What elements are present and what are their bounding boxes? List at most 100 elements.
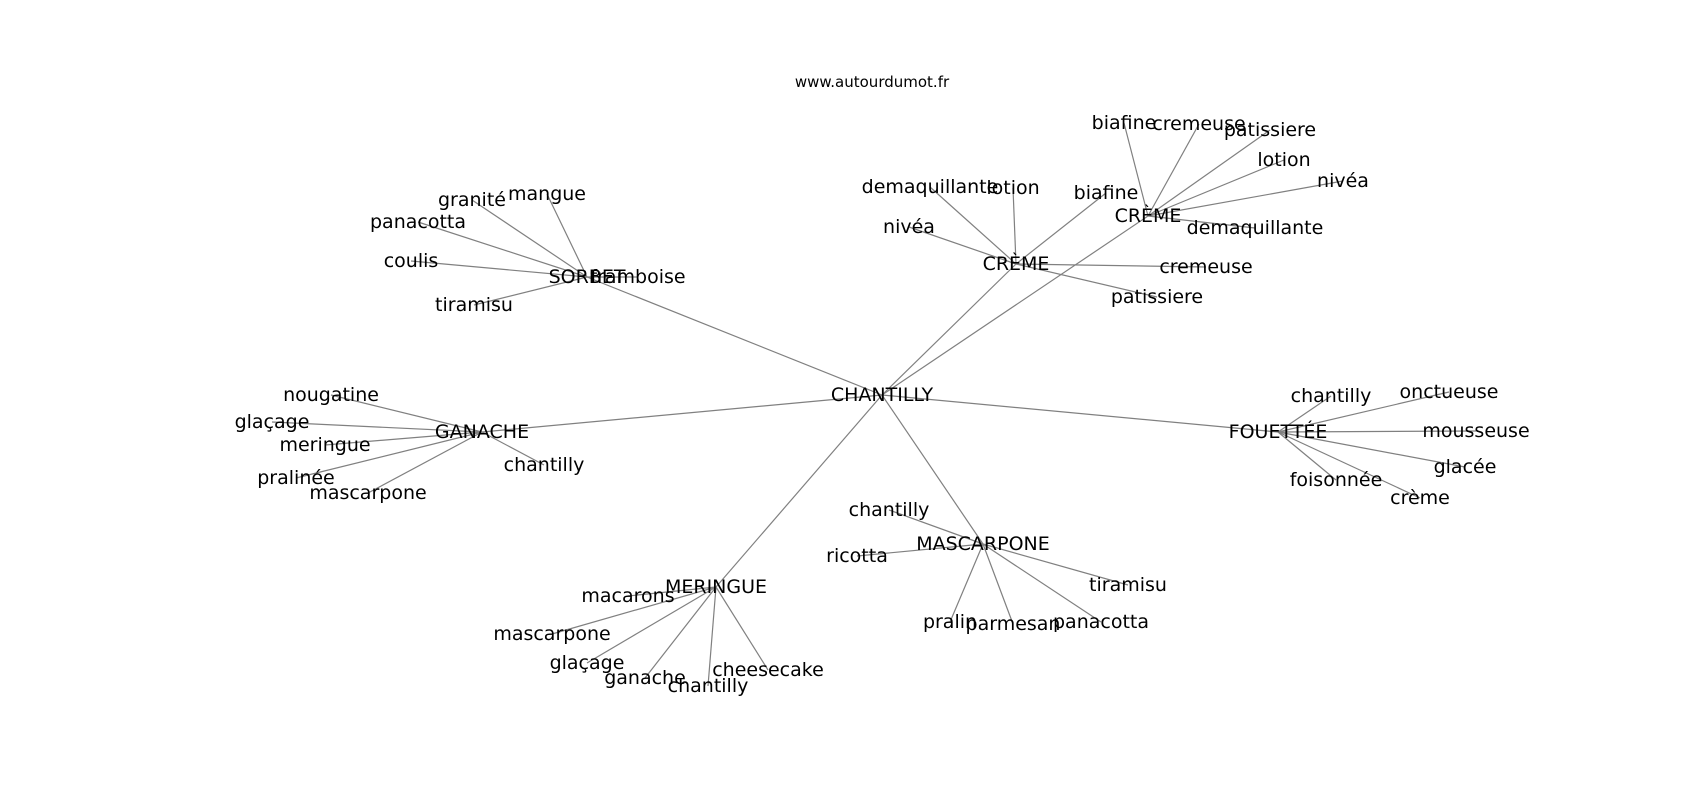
leaf-edge [417,221,588,278]
leaf-node-label: glaçage [550,652,625,674]
leaf-node-label: pralinée [257,467,335,489]
leaf-edge [1277,431,1466,468]
leaf-edge [586,586,717,664]
leaf-edge [1147,159,1285,217]
leaf-edge [1147,129,1271,217]
root-edge [881,263,1017,396]
leaf-edge [707,586,717,687]
root-edge [881,394,1279,433]
root-edge [715,394,883,588]
leaf-node-label: ganache [604,667,686,689]
leaf-node-label: patissiere [1111,286,1203,308]
leaf-node-label: biafine [1074,182,1139,204]
leaf-edge [982,543,1014,625]
leaf-node-label: mascarpone [309,482,426,504]
leaf-node-label: glaçage [235,411,310,433]
leaf-edge [715,586,769,671]
leaf-edge [929,186,1017,265]
leaf-node-label: biafine [1092,112,1157,134]
leaf-node-label: patissiere [1224,119,1316,141]
leaf-edge [949,543,984,623]
leaf-edge [330,394,483,433]
leaf-edge [627,586,717,597]
leaf-node-label: mascarpone [493,623,610,645]
root-edge [481,394,883,433]
leaf-edge [546,193,588,278]
root-node-label: CHANTILLY [831,384,934,406]
hub-node-label: CRÈME [1115,204,1182,227]
leaf-edge [982,543,1102,623]
leaf-edge [473,276,588,306]
leaf-edge [324,431,483,446]
leaf-edge [1277,391,1450,433]
leaf-node-label: framboise [590,266,685,288]
leaf-node-label: nivéa [883,216,935,238]
leaf-node-label: foisonnée [1290,469,1383,491]
leaf-edge [908,226,1017,265]
leaf-node-label: tiramisu [1089,574,1167,596]
leaf-node-label: panacotta [1053,611,1149,633]
leaf-node-label: meringue [279,434,370,456]
leaf-node-label: crème [1390,487,1450,509]
leaf-edge [1015,192,1107,265]
leaf-edge [1015,263,1158,298]
leaf-node-label: cheesecake [712,659,824,681]
leaf-edge [295,431,483,479]
leaf-node-label: ricotta [826,545,888,567]
leaf-edge [481,431,545,466]
leaf-node-label: demaquillante [1187,217,1324,239]
site-watermark: www.autourdumot.fr [795,73,950,91]
leaf-edge [551,586,717,635]
leaf-node-label: panacotta [370,211,466,233]
leaf-node-label: mousseuse [1422,420,1529,442]
leaf-edge [1277,395,1332,433]
root-edge [586,276,883,396]
leaf-node-label: lotion [986,177,1039,199]
leaf-node-label: chantilly [668,675,749,697]
leaf-edge [410,260,588,278]
leaf-node-label: chantilly [849,499,930,521]
leaf-node-label: mangue [508,183,586,205]
leaf-edge [471,199,588,278]
leaf-edge [1012,187,1017,265]
leaf-edge [271,421,483,433]
leaf-edge [888,509,984,545]
leaf-node-label: cremeuse [1159,256,1252,278]
leaf-edge [1147,215,1256,229]
root-edge [881,215,1149,396]
root-edge [881,394,984,545]
leaf-node-label: cremeuse [1152,113,1245,135]
leaf-node-label: chantilly [504,454,585,476]
leaf-node-label: nivéa [1317,170,1369,192]
leaf-node-label: chantilly [1291,385,1372,407]
leaf-edge [367,431,483,494]
leaf-node-label: pralin [923,611,977,633]
hub-node-label: SORBET [549,266,626,288]
leaf-edge [982,543,1129,586]
leaf-node-label: parmesan [966,613,1061,635]
leaf-edge [1277,431,1421,499]
leaf-node-label: macarons [581,585,674,607]
leaf-edge [856,543,984,557]
leaf-edge [1277,430,1477,433]
leaf-node-label: onctueuse [1400,381,1499,403]
hub-node-label: GANACHE [435,421,529,443]
leaf-node-label: coulis [384,250,439,272]
leaf-edge [1015,263,1207,268]
leaf-node-label: granité [438,189,506,211]
leaf-edge [1277,431,1337,481]
leaf-edge [644,586,717,679]
hub-node-label: MERINGUE [665,576,767,598]
hub-node-label: FOUETTÉE [1229,420,1328,443]
leaf-node-label: demaquillante [862,176,999,198]
leaf-node-label: lotion [1257,149,1310,171]
hub-node-label: MASCARPONE [916,533,1050,555]
leaf-node-label: tiramisu [435,294,513,316]
leaf-edge [1147,180,1344,217]
hub-node-label: CRÈME [983,252,1050,275]
leaf-node-label: glacée [1434,456,1497,478]
leaf-node-label: nougatine [283,384,379,406]
leaf-edge [1147,123,1200,217]
